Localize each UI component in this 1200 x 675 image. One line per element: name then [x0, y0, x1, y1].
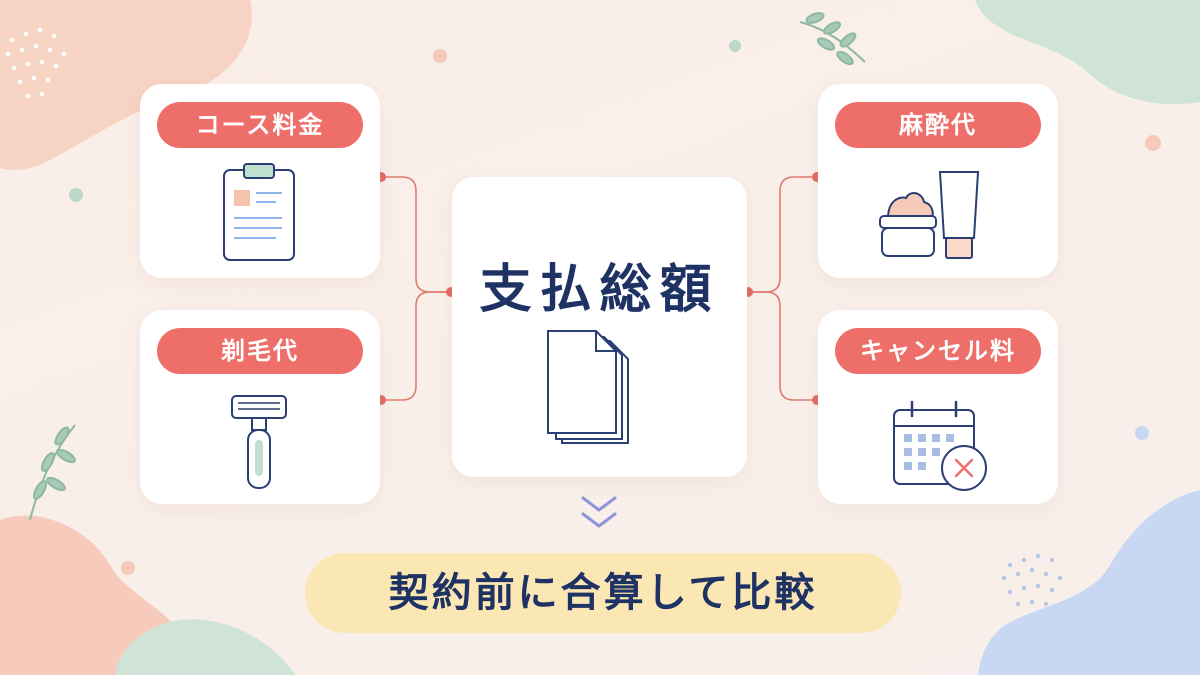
cream-tube-icon — [879, 171, 980, 259]
dot-peach-top — [433, 49, 447, 63]
label-anesthesia-fee: 麻酔代 — [835, 102, 1041, 148]
clipboard-icon — [223, 163, 295, 261]
dot-grid-top-left — [5, 27, 67, 99]
dot-grid-bottom-right — [1001, 553, 1063, 607]
connector-cancel — [748, 291, 817, 401]
calendar-cancel-icon — [893, 400, 987, 491]
card-total-payment: 支払総額 — [452, 177, 747, 477]
dot-green-left — [69, 188, 83, 202]
dot-peach-bottom — [121, 561, 135, 575]
leaf-sprig-top — [799, 12, 866, 66]
green-blob-top-right — [975, 0, 1200, 105]
center-title: 支払総額 — [479, 260, 720, 320]
dot-green-top — [729, 40, 741, 52]
card-course-fee: コース料金 — [140, 84, 380, 278]
blue-blob-bottom-right — [978, 490, 1200, 675]
conclusion-banner: 契約前に合算して比較 — [305, 553, 901, 633]
card-anesthesia-fee: 麻酔代 — [818, 84, 1058, 278]
dot-peach-right — [1145, 135, 1161, 151]
dot-blue-right — [1135, 426, 1149, 440]
peach-blob-top-left — [0, 0, 252, 170]
leaf-sprig-left — [29, 424, 76, 521]
label-cancel-fee: キャンセル料 — [835, 328, 1041, 374]
documents-stack-icon — [547, 330, 629, 444]
card-cancel-fee: キャンセル料 — [818, 310, 1058, 504]
razor-icon — [231, 395, 287, 489]
connector-anesthesia — [748, 176, 817, 293]
double-chevron-down-icon — [581, 496, 617, 528]
label-shaving-fee: 剃毛代 — [157, 328, 363, 374]
connector-shaving — [381, 291, 451, 401]
label-course-fee: コース料金 — [157, 102, 363, 148]
connectors — [381, 176, 817, 401]
green-blob-bottom-left — [115, 619, 295, 675]
connector-course — [381, 176, 451, 293]
card-shaving-fee: 剃毛代 — [140, 310, 380, 504]
